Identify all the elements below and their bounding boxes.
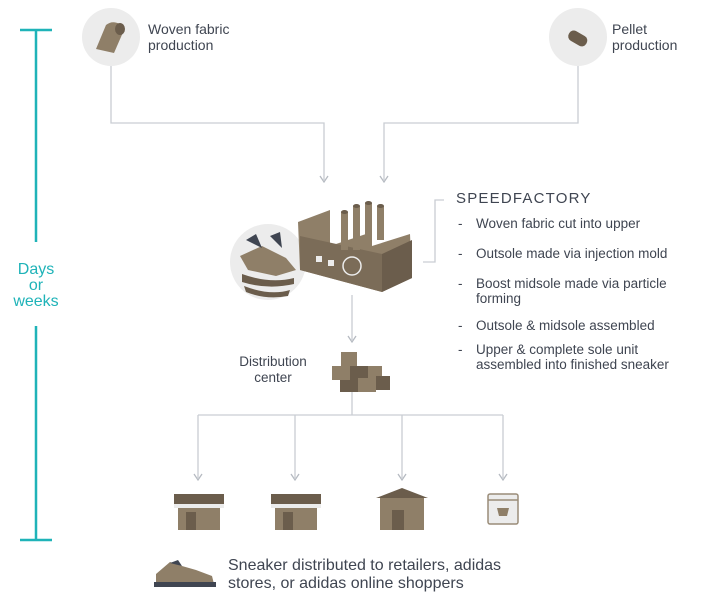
- pellet-label: Pellet production: [612, 21, 678, 53]
- timeline-label: Days or weeks: [13, 261, 59, 310]
- factory-icon: [298, 201, 412, 292]
- sneaker-icon: [154, 560, 216, 587]
- woven-fabric-label: Woven fabric production: [148, 21, 230, 53]
- arrowheads: [193, 175, 508, 482]
- store-icon-2: [271, 494, 321, 530]
- speedfactory-step-3: Boost midsole made via particle forming: [476, 276, 667, 306]
- distribution-center-label: Distribution center: [239, 354, 307, 385]
- speedfactory-step-1: Woven fabric cut into upper: [476, 216, 641, 231]
- store-icon-3: [376, 488, 428, 530]
- timeline-bracket: [20, 28, 52, 542]
- online-shop-icon: [487, 493, 519, 525]
- sneaker-parts-icon: [230, 224, 306, 300]
- boxes-icon: [332, 352, 390, 392]
- speedfactory-step-2: Outsole made via injection mold: [476, 246, 668, 261]
- connector-lines: [110, 66, 579, 478]
- pellet-icon: [549, 8, 607, 66]
- final-distribution-label: Sneaker distributed to retailers, adidas…: [228, 557, 502, 592]
- speedfactory-step-5: Upper & complete sole unit assembled int…: [476, 342, 669, 372]
- store-icon-1: [174, 494, 224, 530]
- speedfactory-step-4: Outsole & midsole assembled: [476, 318, 655, 333]
- speedfactory-title: SPEEDFACTORY: [456, 190, 592, 207]
- fabric-roll-icon: [82, 8, 140, 66]
